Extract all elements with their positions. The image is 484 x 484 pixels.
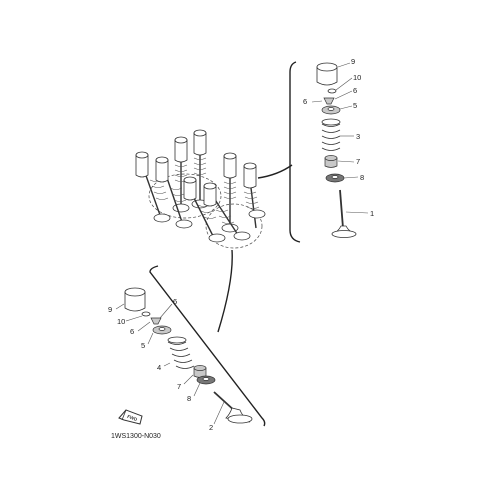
lower-valve-lifter [115,287,146,312]
callout-upper-2: 10 [353,73,361,82]
lower-stem-seal [183,365,207,385]
diagram-code: 1WS1300-N030 [111,433,161,440]
bracket-lower [149,265,266,427]
bracket-upper [289,61,301,243]
fwd-label: FWD [127,414,139,422]
lower-valve-cotter [137,321,151,332]
connector-upper [257,164,293,179]
connector-lower [217,249,233,333]
callout-lower-5: 5 [141,341,145,350]
fwd-arrow-icon: FWD [118,409,143,425]
callout-upper-8: 8 [360,173,364,182]
lower-spring-retainer [147,325,172,345]
lower-spring-seat [193,375,216,397]
callout-lower-7: 7 [177,382,181,391]
callout-upper-9: 1 [370,209,374,218]
valve-stack-8 [203,182,251,241]
valve-stack-5 [221,152,239,233]
chamber-outline-left [148,173,222,219]
cylinder-head-assembly [135,129,266,249]
valve-stack-3 [135,151,171,223]
upper-callouts: 9 10 6 6 5 3 7 8 1 [303,57,374,218]
callout-upper-3: 6 [353,86,357,95]
upper-valve-spring [321,118,354,151]
callout-lower-8: 8 [187,394,191,403]
valve-stack-6 [243,162,266,229]
lower-valve-spring [163,336,195,369]
valve-stack-7 [183,176,226,243]
upper-spring-seat [325,173,359,183]
lower-valve-cotter-top [150,303,173,325]
callout-upper-6: 3 [356,132,360,141]
lower-valve-shim [125,311,151,322]
callout-lower-9: 2 [209,423,213,432]
upper-valve-lifter [316,62,351,86]
upper-spring-retainer [321,105,353,115]
lower-callouts: 9 6 10 6 5 4 7 8 2 [108,297,213,432]
lower-exhaust-valve [213,391,253,425]
chamber-outline-right [205,203,263,249]
upper-valve-cotter [311,90,353,105]
callout-lower-4: 6 [130,327,134,336]
callout-upper-5: 5 [353,101,357,110]
callout-lower-1: 9 [108,305,112,314]
upper-intake-valve [331,189,369,238]
callout-upper-4: 6 [303,97,307,106]
upper-valve-shim [327,77,353,94]
valve-stack-4 [155,156,193,229]
callout-lower-6: 4 [157,363,161,372]
upper-stem-seal [324,155,355,168]
callout-upper-1: 9 [351,57,355,66]
callout-lower-2: 6 [173,297,177,306]
lower-exploded-parts [115,287,253,425]
upper-exploded-parts [311,62,369,238]
callout-lower-3: 10 [117,317,125,326]
callout-upper-7: 7 [356,157,360,166]
